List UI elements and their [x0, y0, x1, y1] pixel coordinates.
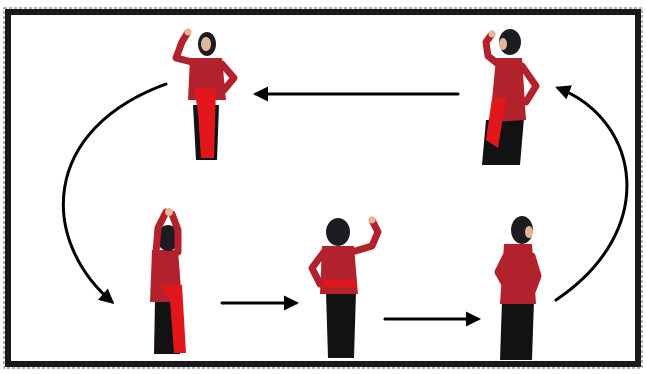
border-frame [3, 7, 643, 369]
raised-arm [482, 30, 502, 68]
arm-on-hip [308, 248, 328, 288]
hijab [157, 225, 179, 251]
figure-pose-bottom-middle [308, 216, 382, 358]
arm-on-hip [218, 60, 238, 94]
sash [486, 98, 506, 148]
figure-pose-top-right [482, 29, 540, 165]
arm-on-hip-left [494, 252, 512, 294]
pants [326, 292, 356, 358]
arrows-layer [61, 82, 629, 327]
raised-arm [172, 28, 196, 66]
hand [488, 30, 496, 38]
arm-on-hip [518, 62, 540, 106]
figures-layer [150, 28, 542, 360]
face [201, 37, 211, 51]
arrow-bottom-right-to-top-right [554, 85, 629, 302]
raised-arm-left [152, 208, 170, 256]
raised-arm [348, 216, 382, 256]
arm-on-hip-right [528, 252, 542, 296]
sash [194, 88, 216, 158]
sash [322, 280, 356, 287]
figure-pose-bottom-right [494, 216, 542, 360]
sash [160, 285, 186, 353]
figure-pose-bottom-left [150, 208, 186, 354]
figure-pose-top-left [172, 28, 238, 160]
arrow-top-left-to-bottom-left [61, 82, 168, 304]
face [525, 226, 533, 238]
raised-arm-right [168, 210, 182, 256]
face [499, 38, 507, 50]
hand [184, 28, 192, 36]
hands [165, 208, 173, 216]
pants [500, 300, 534, 360]
hijab [326, 218, 350, 246]
hand [368, 216, 376, 224]
